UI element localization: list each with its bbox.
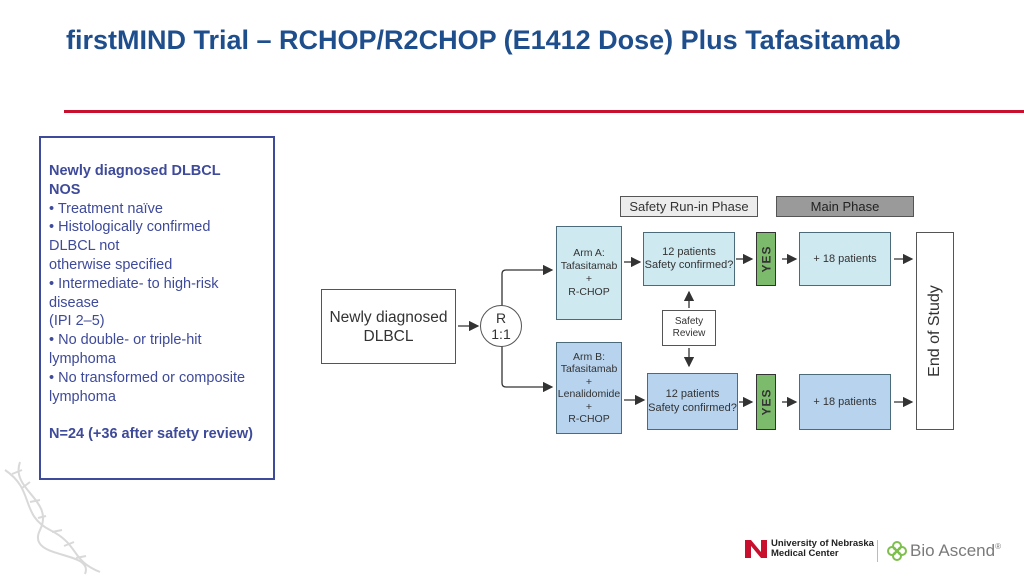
sample-size: N=24 (+36 after safety review): [49, 426, 253, 443]
eligibility-line: • Histologically confirmed: [49, 219, 211, 236]
safety-b-box: 12 patients Safety confirmed?: [647, 373, 738, 430]
bio-ascend-mark-icon: [887, 541, 907, 561]
eligibility-line: lymphoma: [49, 350, 116, 367]
title-divider: [64, 110, 1024, 113]
yes-b-label: YES: [759, 388, 774, 416]
arm-b-line: +: [585, 400, 593, 413]
dna-watermark-icon: [4, 461, 101, 575]
arm-b-box: Arm B: Tafasitamab + Lenalidomide + R-CH…: [556, 342, 622, 434]
bio-ascend-registered: ®: [995, 542, 1001, 551]
safety-b-question: Safety confirmed?: [648, 401, 737, 414]
arm-a-line: Tafasitamab: [560, 260, 618, 272]
arm-a-line: Arm A:: [573, 247, 605, 259]
unmc-name-line-1: University of Nebraska: [771, 538, 874, 549]
main-b-box: + 18 patients: [799, 374, 891, 430]
logo-divider: [877, 540, 878, 562]
arm-a-line: +: [585, 273, 593, 285]
eligibility-line: DLBCL not: [49, 238, 120, 255]
end-of-study-box: End of Study: [916, 232, 954, 430]
unmc-n-icon: [745, 540, 767, 558]
yes-b-box: YES: [756, 374, 776, 430]
arm-a-box: Arm A: Tafasitamab + R-CHOP: [556, 226, 622, 320]
unmc-name-line-2: Medical Center: [771, 548, 839, 559]
bio-ascend-name: Bio Ascend: [910, 541, 996, 560]
eligibility-line: otherwise specified: [49, 256, 173, 273]
yes-a-box: YES: [756, 232, 776, 286]
rand-ratio: 1:1: [491, 326, 511, 342]
eligibility-heading-line-2: NOS: [49, 181, 81, 198]
rand-label: R: [495, 310, 507, 326]
eligibility-line: disease: [49, 294, 99, 311]
eligibility-line: • No double- or triple-hit: [49, 332, 202, 349]
safety-a-box: 12 patients Safety confirmed?: [643, 232, 735, 286]
arm-b-line: +: [585, 375, 593, 388]
arrow-rand-to-arm-b: [501, 346, 554, 393]
eligibility-line: (IPI 2–5): [49, 313, 105, 330]
eligibility-line: • No transformed or composite: [49, 369, 246, 386]
eligibility-line: lymphoma: [49, 388, 116, 405]
start-box: Newly diagnosed DLBCL: [321, 289, 456, 364]
arm-b-line: R-CHOP: [568, 413, 610, 425]
start-box-line-1: Newly diagnosed: [329, 308, 448, 326]
end-of-study-label: End of Study: [926, 285, 943, 377]
phase-runin-header: Safety Run-in Phase: [620, 196, 758, 217]
safety-b-count: 12 patients: [665, 388, 720, 400]
randomization-circle: R 1:1: [480, 305, 522, 347]
eligibility-line: • Treatment naïve: [49, 200, 163, 217]
safety-review-box: Safety Review: [662, 310, 716, 346]
safety-review-line-1: Safety: [674, 316, 704, 327]
page-title: firstMIND Trial – RCHOP/R2CHOP (E1412 Do…: [66, 25, 901, 55]
eligibility-line: • Intermediate- to high-risk: [49, 275, 219, 292]
safety-review-line-2: Review: [672, 328, 706, 339]
start-box-line-2: DLBCL: [363, 327, 414, 345]
safety-a-question: Safety confirmed?: [644, 259, 734, 271]
safety-a-count: 12 patients: [662, 245, 716, 258]
arm-b-line: Tafasitamab: [560, 363, 618, 375]
eligibility-panel: Newly diagnosed DLBCL NOS • Treatment na…: [39, 136, 275, 480]
arrow-rand-to-arm-a: [501, 264, 554, 306]
main-a-box: + 18 patients: [799, 232, 891, 286]
bio-ascend-logo: Bio Ascend ®: [886, 540, 1001, 562]
eligibility-heading-line-1: Newly diagnosed DLBCL: [49, 163, 221, 179]
arm-b-line: Lenalidomide: [557, 388, 621, 400]
arm-a-line: R-CHOP: [568, 286, 610, 298]
arm-b-line: Arm B:: [572, 350, 606, 363]
yes-a-label: YES: [759, 245, 774, 273]
unmc-logo: University of Nebraska Medical Center: [744, 538, 874, 560]
phase-main-header: Main Phase: [776, 196, 914, 217]
